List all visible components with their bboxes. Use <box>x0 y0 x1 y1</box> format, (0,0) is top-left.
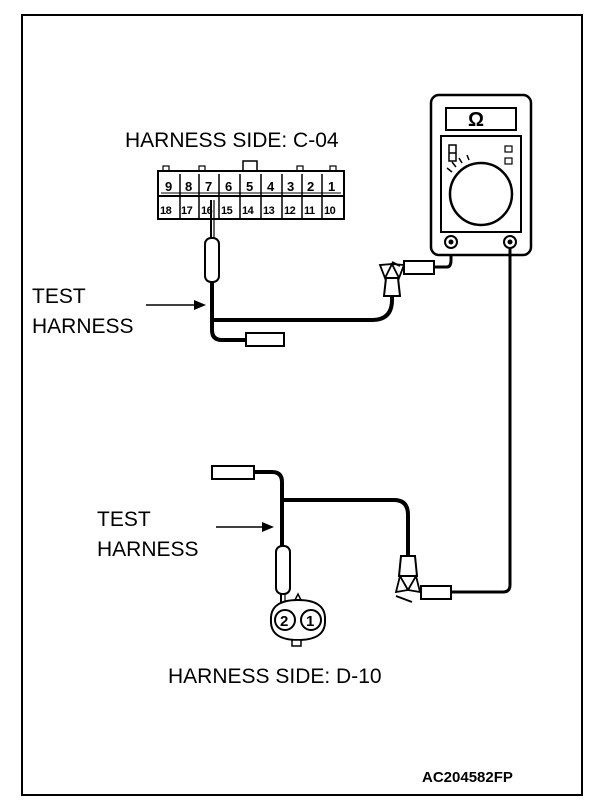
c04-pin-11: 11 <box>304 205 315 217</box>
test-harness-label-1-line1: TEST <box>32 285 86 308</box>
c04-pin-10: 10 <box>324 205 336 217</box>
d10-pin-2: 2 <box>280 613 288 630</box>
arrow-icon <box>146 300 206 310</box>
c04-pin-1: 1 <box>328 179 335 194</box>
c04-pin-2: 2 <box>307 179 314 194</box>
d10-pin-1: 1 <box>306 613 314 630</box>
figure-code: AC204582FP <box>422 769 513 786</box>
test-harness-label-1-line2: HARNESS <box>32 315 134 338</box>
test-harness-1 <box>204 200 453 347</box>
meter-lead-right <box>450 248 512 594</box>
test-harness-label-2-line1: TEST <box>97 508 151 531</box>
ohm-symbol: Ω <box>468 109 484 131</box>
multimeter: Ω <box>429 93 533 257</box>
c04-pin-12: 12 <box>284 205 296 217</box>
ohm-display <box>445 107 517 131</box>
c04-pin-3: 3 <box>287 179 294 194</box>
connector-d10: 2 1 <box>269 592 327 647</box>
c04-pin-5: 5 <box>246 179 253 194</box>
arrow-icon <box>216 522 274 532</box>
c04-pin-7: 7 <box>205 179 212 194</box>
c04-pin-17: 17 <box>181 205 193 217</box>
c04-pin-9: 9 <box>165 179 172 194</box>
test-harness-label-2-line2: HARNESS <box>97 538 199 561</box>
c04-pin-6: 6 <box>225 179 232 194</box>
c04-pin-13: 13 <box>263 205 275 217</box>
c04-pin-18: 18 <box>160 205 172 217</box>
c04-pin-4: 4 <box>267 179 275 194</box>
c04-pin-14: 14 <box>242 205 255 217</box>
connector-c04: 9 8 7 6 5 4 3 2 1 18 17 16 15 14 13 12 1… <box>157 160 345 220</box>
c04-pin-8: 8 <box>185 179 192 194</box>
c04-title: HARNESS SIDE: C-04 <box>125 129 339 152</box>
diagram-frame <box>21 14 583 796</box>
c04-pin-15: 15 <box>221 205 233 217</box>
test-harness-2 <box>211 465 452 616</box>
d10-title: HARNESS SIDE: D-10 <box>168 665 382 688</box>
dial-knob <box>448 161 514 227</box>
